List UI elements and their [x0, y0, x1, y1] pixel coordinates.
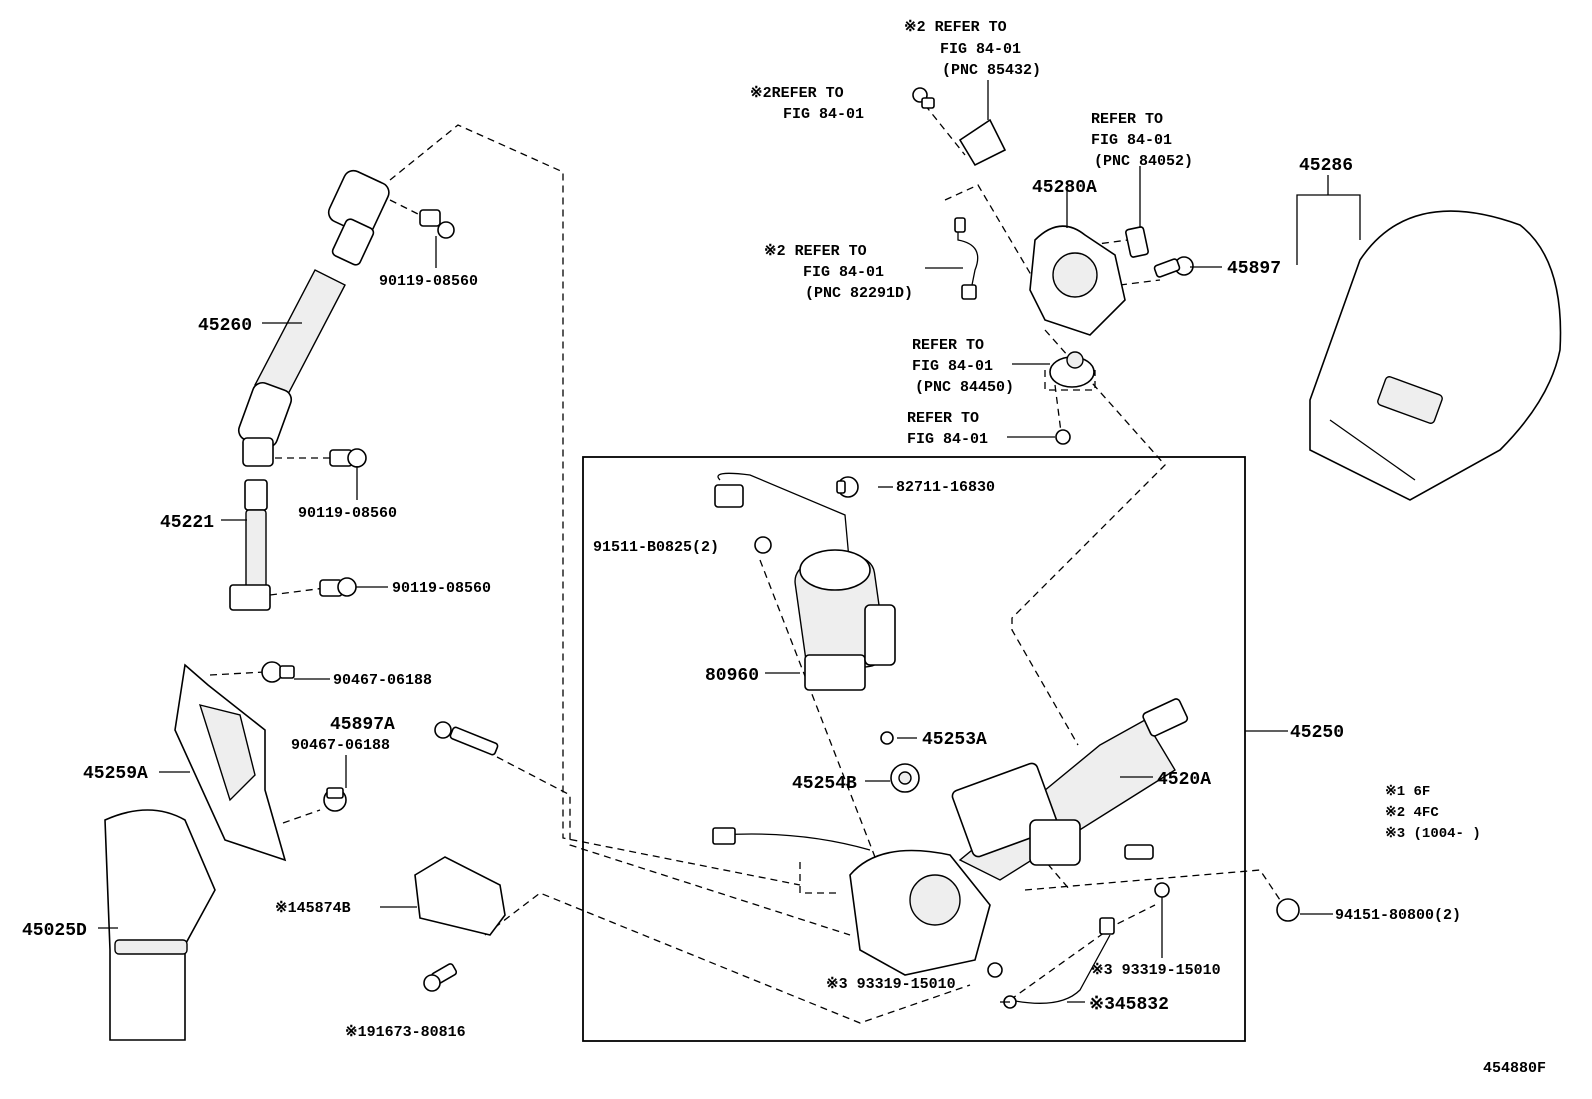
label-45280A: 45280A: [1032, 178, 1097, 198]
label-82711-16830: 82711-16830: [896, 479, 995, 496]
bolt-91511-B0825: [754, 536, 772, 554]
connector-ref-85432: [958, 80, 1007, 167]
label-93319-15010-left: ※3 93319-15010: [826, 976, 956, 993]
label-45025D: 45025D: [22, 921, 87, 941]
clip-82711-16830: [836, 476, 859, 498]
label-45254B: 45254B: [792, 774, 857, 794]
bolt-90119-08560-b: [329, 448, 367, 468]
label-80960: 80960: [705, 666, 759, 686]
connector-ref-84052: [1125, 166, 1149, 258]
screw-93319-15010-left: [987, 962, 1003, 978]
label-45286: 45286: [1299, 156, 1353, 176]
ref-82291-line3: (PNC 82291D): [805, 285, 913, 302]
ref-bolt-line2: FIG 84-01: [907, 431, 988, 448]
label-45874B: ※145874B: [275, 900, 351, 917]
label-90119-08560-b: 90119-08560: [298, 505, 397, 522]
label-94151-80800: 94151-80800(2): [1335, 907, 1461, 924]
label-45221: 45221: [160, 513, 214, 533]
bracket-45874B: [414, 856, 506, 936]
clip-90467-06188-b: [323, 787, 347, 812]
label-90467-06188-b: 90467-06188: [291, 737, 390, 754]
bolt-45897: [1153, 256, 1194, 278]
label-93319-15010-right: ※3 93319-15010: [1091, 962, 1221, 979]
leader-lines: [98, 236, 1333, 1003]
intermediate-shaft-45260: [237, 169, 390, 467]
note-3: ※3 (1004- ): [1385, 826, 1481, 842]
column-assembly-4520A: [712, 698, 1189, 976]
screw-93319-15010-right: [1154, 882, 1170, 898]
motor-80960: [714, 472, 896, 691]
label-4520A: 4520A: [1157, 770, 1211, 790]
ref-82291-line2: FIG 84-01: [803, 264, 884, 281]
ref-85432-line3: (PNC 85432): [942, 62, 1041, 79]
bolt-91673-80816: [423, 963, 458, 992]
ref-84450-line1: REFER TO: [912, 337, 984, 354]
steering-lock-45280A: [1029, 190, 1126, 336]
assembly-45250-box: [582, 456, 1246, 1042]
label-45897: 45897: [1227, 259, 1281, 279]
gear-45254B: [890, 763, 920, 793]
cover-45259A: [174, 663, 287, 862]
column-cover-45286: [1296, 175, 1562, 501]
label-90119-08560-a: 90119-08560: [379, 273, 478, 290]
bolt-90119-08560-a: [419, 209, 455, 239]
ref-84450-line2: FIG 84-01: [912, 358, 993, 375]
ref-top-line1: ※2REFER TO: [750, 85, 844, 102]
label-45250: 45250: [1290, 723, 1344, 743]
damper-45253A: [880, 731, 894, 745]
label-91511-B0825: 91511-B0825(2): [593, 539, 719, 556]
bolt-45897A: [434, 721, 499, 756]
nut-94151-80800: [1276, 898, 1300, 922]
note-1: ※1 6F: [1385, 784, 1430, 800]
dashed-guide-lines: [209, 104, 1281, 1024]
switch-ref-84450: [1049, 351, 1095, 388]
ref-85432-line1: ※2 REFER TO: [904, 19, 1007, 36]
figure-id: 454880F: [1483, 1060, 1546, 1077]
boot-45025D: [104, 809, 216, 1041]
label-90467-06188-a: 90467-06188: [333, 672, 432, 689]
clip-90467-06188-a: [261, 661, 295, 683]
shaft-45221: [229, 479, 271, 611]
ref-84052-line2: FIG 84-01: [1091, 132, 1172, 149]
ref-top-line2: FIG 84-01: [783, 106, 864, 123]
label-91673-80816: ※191673-80816: [345, 1024, 466, 1041]
label-45832: ※345832: [1089, 995, 1169, 1015]
part-labels: ※2 REFER TO FIG 84-01 (PNC 85432) ※2REFE…: [22, 19, 1546, 1077]
label-45260: 45260: [198, 316, 252, 336]
bolt-ref-figure: [1055, 429, 1071, 445]
ref-84450-line3: (PNC 84450): [915, 379, 1014, 396]
label-90119-08560-c: 90119-08560: [392, 580, 491, 597]
ref-85432-line2: FIG 84-01: [940, 41, 1021, 58]
ref-84052-line1: REFER TO: [1091, 111, 1163, 128]
bolt-ref-top: [912, 87, 935, 109]
note-2: ※2 4FC: [1385, 805, 1439, 821]
bolt-90119-08560-c: [319, 577, 357, 597]
sensor-ref-82291D: [954, 217, 979, 300]
label-45897A: 45897A: [330, 715, 395, 735]
ref-bolt-line1: REFER TO: [907, 410, 979, 427]
ref-82291-line1: ※2 REFER TO: [764, 243, 867, 260]
label-45259A: 45259A: [83, 764, 148, 784]
ref-84052-line3: (PNC 84052): [1094, 153, 1193, 170]
label-45253A: 45253A: [922, 730, 987, 750]
